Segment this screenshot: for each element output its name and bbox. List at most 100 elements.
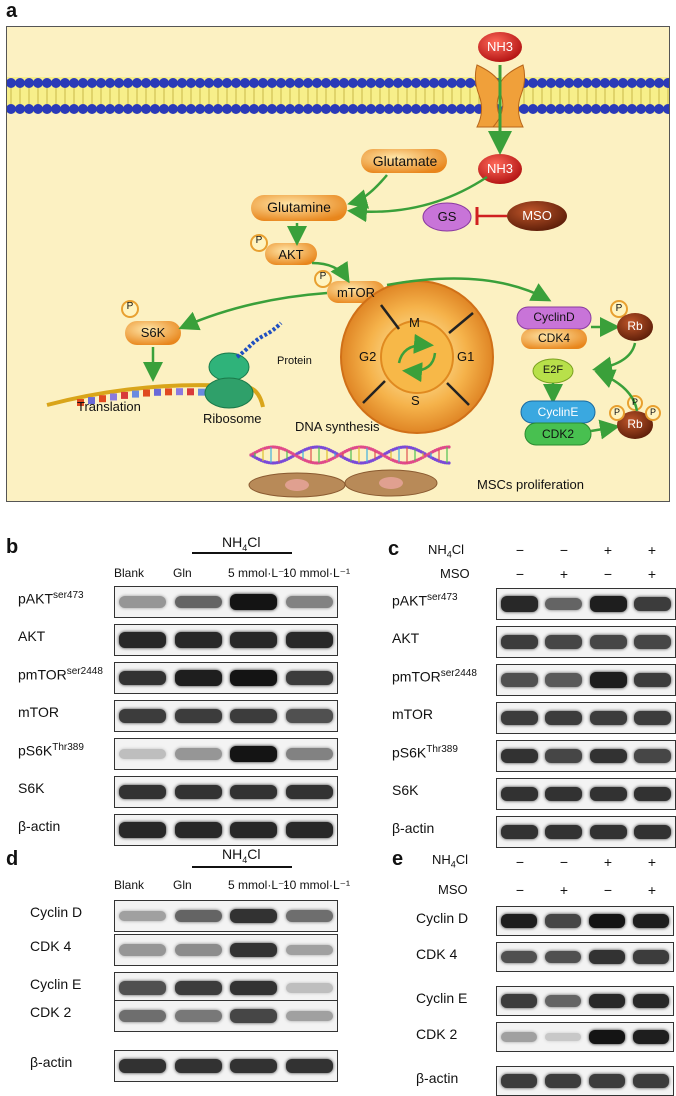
blot-band <box>119 749 167 759</box>
blot-band <box>634 596 672 612</box>
blot-row-label: AKT <box>392 630 420 646</box>
blot-band <box>500 994 538 1008</box>
blot-band <box>588 1074 626 1088</box>
blot-band <box>632 913 670 929</box>
treatment-sign: + <box>559 882 569 898</box>
s6k-phospho-label: P <box>126 301 134 312</box>
blot-band <box>285 709 333 723</box>
panel-label-b: b <box>6 536 19 558</box>
blot-strip <box>496 1022 674 1052</box>
blot-row-label: mTOR <box>18 704 59 720</box>
s6k-label: S6K <box>140 325 166 340</box>
blot-band <box>285 944 333 956</box>
blot-band <box>230 632 278 648</box>
blot-strip <box>496 740 676 772</box>
panel-b-treatment: NH4Cl <box>222 534 261 553</box>
blot-band <box>545 824 583 840</box>
blot-band <box>174 748 222 760</box>
blot-band <box>285 822 333 838</box>
treatment-sign: + <box>603 854 613 870</box>
panel-label-a: a <box>6 0 18 22</box>
mtor-phospho-label: P <box>319 271 327 282</box>
treatment-sign: − <box>603 566 613 582</box>
blot-row-label: Cyclin E <box>30 976 82 992</box>
translation-label: Translation <box>77 399 141 414</box>
blot-band <box>632 993 670 1009</box>
blot-band <box>230 822 278 838</box>
blot-band <box>119 708 167 724</box>
panel-c-factor1: NH4Cl <box>428 542 465 560</box>
nh3-outside-text: NH3 <box>486 39 513 54</box>
blot-band <box>174 595 222 609</box>
blot-band <box>174 822 222 838</box>
blot-band <box>634 824 672 840</box>
blot-band <box>588 993 626 1009</box>
blot-row-label: pS6KThr389 <box>18 742 84 759</box>
blot-row-label: Cyclin D <box>30 904 83 920</box>
cyclind-label: CyclinD <box>533 310 575 324</box>
blot-band <box>545 786 583 802</box>
blot-band <box>500 634 538 650</box>
blot-band <box>174 980 222 996</box>
blot-band <box>285 632 333 648</box>
blot-band <box>500 748 538 764</box>
blot-band <box>588 950 626 964</box>
blot-row-label: pmTORser2448 <box>392 668 477 685</box>
rb-p1: P <box>613 407 620 417</box>
blot-row-label: β-actin <box>392 820 435 836</box>
blot-row-label: β-actin <box>18 818 61 834</box>
panel-e-factor2: MSO <box>438 882 468 897</box>
blot-band <box>632 950 670 964</box>
panel-label-d: d <box>6 848 19 870</box>
blot-strip <box>496 588 676 620</box>
glutamate-label: Glutamate <box>372 153 438 169</box>
panel-label-c: c <box>388 538 400 560</box>
blot-band <box>230 1058 278 1074</box>
blot-band <box>589 672 627 688</box>
blot-row-label: CDK 4 <box>416 946 458 962</box>
blot-strip <box>114 738 338 770</box>
blot-strip <box>496 626 676 658</box>
treatment-sign: + <box>559 566 569 582</box>
blot-band <box>500 786 538 802</box>
blot-band <box>285 784 333 800</box>
blot-band <box>545 634 583 649</box>
rb-phospho-node <box>617 411 653 439</box>
blot-band <box>632 1029 670 1045</box>
blot-row-label: pS6KThr389 <box>392 744 458 761</box>
blot-band <box>634 634 672 649</box>
dna-helix <box>249 445 451 465</box>
blot-band <box>285 1058 333 1074</box>
blot-row-label: Cyclin D <box>416 910 469 926</box>
gs-label: GS <box>437 209 457 224</box>
blot-band <box>500 824 538 840</box>
akt-phospho-label: P <box>255 235 263 246</box>
treatment-sign: − <box>515 566 525 582</box>
blot-band <box>285 596 333 608</box>
blot-strip <box>114 934 338 966</box>
mtor-label: mTOR <box>336 285 376 300</box>
blot-band <box>119 944 167 956</box>
panel-c-factor2: MSO <box>440 566 470 581</box>
pathway-svg <box>7 32 669 498</box>
glutamine-node <box>251 195 347 221</box>
blot-strip <box>114 1000 338 1032</box>
panel-b-treatment-bar <box>192 552 292 554</box>
blot-row-label: β-actin <box>416 1070 459 1086</box>
panel-e-factor1: NH4Cl <box>432 852 469 870</box>
blot-band <box>589 748 627 764</box>
nh3-outside-label: NH3 <box>484 39 516 54</box>
blot-band <box>588 1029 626 1045</box>
blot-band <box>544 1074 582 1088</box>
blot-band <box>285 909 333 923</box>
blot-row-label: pmTORser2448 <box>18 666 103 683</box>
treatment-sign: + <box>647 542 657 558</box>
blot-band <box>230 708 278 724</box>
blot-band <box>632 1074 670 1088</box>
lane-label: 5 mmol·L⁻¹ <box>228 566 289 580</box>
s6k-node <box>125 321 181 345</box>
blot-row-label: CDK 4 <box>30 938 72 954</box>
treatment-sign: − <box>515 854 525 870</box>
blot-band <box>545 710 583 726</box>
gs-node <box>422 202 472 232</box>
